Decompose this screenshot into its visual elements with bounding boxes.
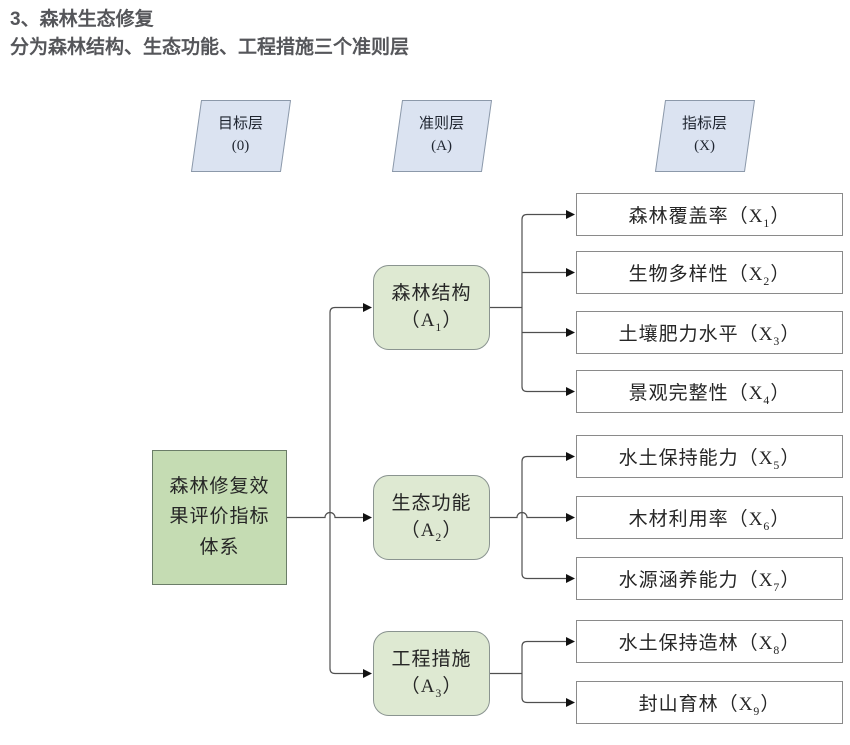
- indicator-node-x5: 水土保持能力（X5）: [576, 435, 843, 478]
- layer-header-goal-label: 目标层(0): [218, 116, 264, 154]
- indicator-node-x2: 生物多样性（X2）: [576, 251, 843, 294]
- criteria-node-a3: 工程措施 （A3）: [373, 631, 490, 716]
- criteria-a1-name: 森林结构: [391, 282, 472, 304]
- indicator-node-x8: 水土保持造林（X8）: [576, 620, 843, 663]
- root-node: 森林修复效果评价指标体系: [152, 450, 287, 585]
- criteria-a2-code: （A2）: [400, 519, 463, 544]
- criteria-a2-name: 生态功能: [391, 492, 472, 514]
- criteria-a3-code: （A3）: [400, 675, 463, 700]
- layer-header-goal: 目标层(0): [190, 100, 292, 172]
- indicator-node-x9: 封山育林（X9）: [576, 681, 843, 724]
- layer-header-indicator-label: 指标层(X): [682, 116, 728, 154]
- criteria-node-a2: 生态功能 （A2）: [373, 475, 490, 560]
- root-node-label: 森林修复效果评价指标体系: [169, 475, 270, 558]
- layer-header-criteria: 准则层(A): [391, 100, 493, 172]
- indicator-node-x6: 木材利用率（X6）: [576, 496, 843, 539]
- indicator-node-x4: 景观完整性（X4）: [576, 370, 843, 413]
- criteria-a1-code: （A1）: [400, 309, 463, 334]
- indicator-node-x1: 森林覆盖率（X1）: [576, 193, 843, 236]
- page-subtitle: 分为森林结构、生态功能、工程措施三个准则层: [10, 36, 410, 58]
- indicator-node-x3: 土壤肥力水平（X3）: [576, 311, 843, 354]
- layer-header-criteria-label: 准则层(A): [419, 116, 465, 154]
- criteria-node-a1: 森林结构 （A1）: [373, 265, 490, 350]
- layer-header-indicator: 指标层(X): [654, 100, 756, 172]
- indicator-node-x7: 水源涵养能力（X7）: [576, 557, 843, 600]
- criteria-a3-name: 工程措施: [391, 648, 472, 670]
- page-title: 3、森林生态修复: [10, 9, 154, 30]
- title-block: 3、森林生态修复 分为森林结构、生态功能、工程措施三个准则层: [10, 6, 409, 61]
